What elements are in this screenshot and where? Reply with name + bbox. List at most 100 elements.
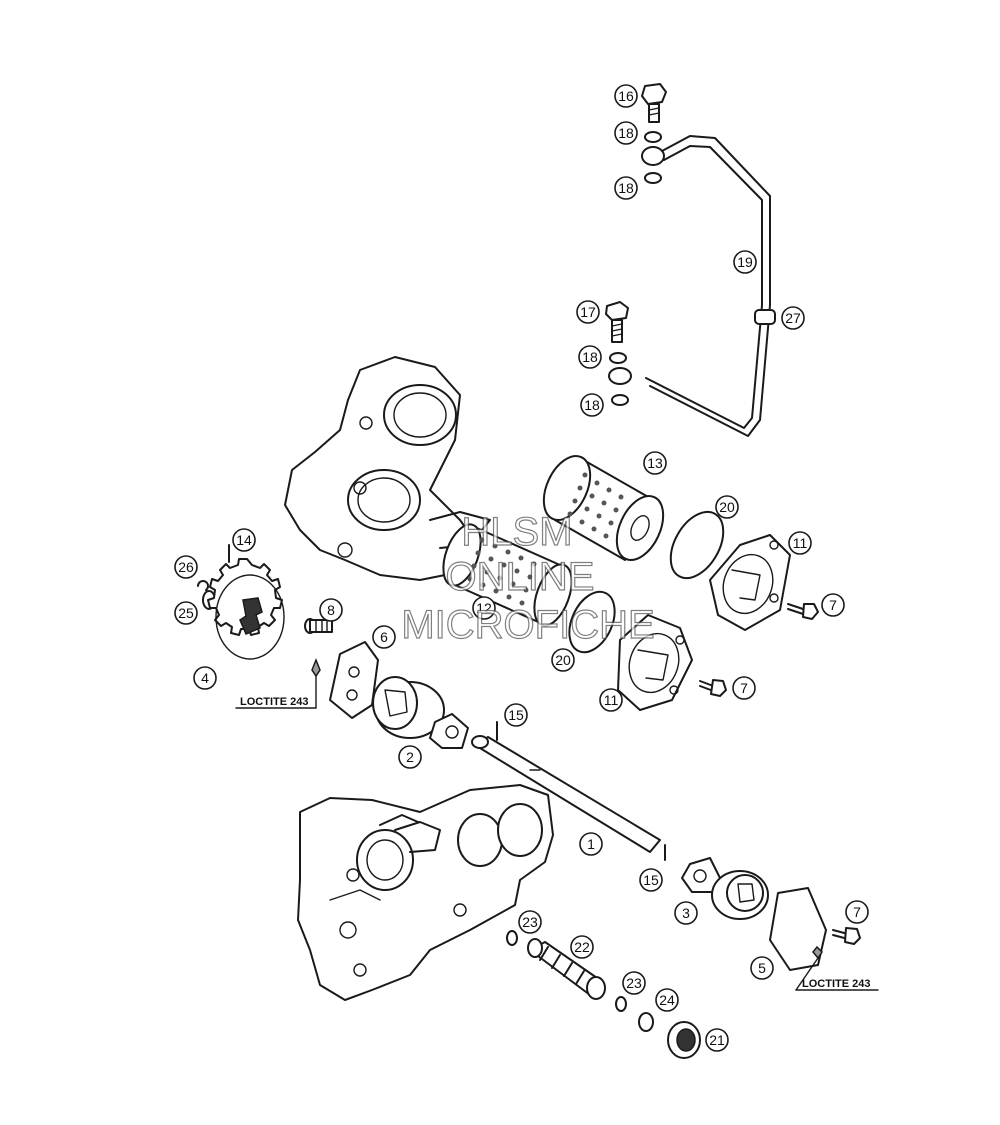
sealing-washer-18a <box>644 131 662 143</box>
circlip-26 <box>197 580 209 591</box>
svg-text:18: 18 <box>582 349 598 365</box>
banjo-bolt-16 <box>641 83 667 123</box>
callout-13: 13 <box>643 451 667 475</box>
callout-22: 22 <box>570 935 594 959</box>
callout-26: 26 <box>174 555 198 579</box>
callout-23a: 23 <box>518 910 542 934</box>
pump-rotor-inner-2 <box>429 713 469 749</box>
loctite-note-right: LOCTITE 243 <box>802 978 870 990</box>
o-ring-23a <box>506 930 518 946</box>
callout-18b: 18 <box>614 176 638 200</box>
svg-text:22: 22 <box>574 939 590 955</box>
screw-7a <box>787 603 819 620</box>
watermark-line3: MICROFICHE <box>401 603 654 647</box>
filter-cover-11b <box>617 614 693 711</box>
callout-18c: 18 <box>578 345 602 369</box>
svg-text:4: 4 <box>201 670 209 686</box>
sealing-washer-18c <box>609 352 627 364</box>
svg-text:18: 18 <box>618 125 634 141</box>
callout-20a: 20 <box>715 495 739 519</box>
svg-text:27: 27 <box>785 310 801 326</box>
svg-text:25: 25 <box>178 605 194 621</box>
watermark-line1: HLSM <box>461 510 572 554</box>
svg-text:26: 26 <box>178 559 194 575</box>
watermark-line2: ONLINE <box>446 555 595 599</box>
callout-20b: 20 <box>551 648 575 672</box>
svg-text:21: 21 <box>709 1032 725 1048</box>
callout-7b: 7 <box>732 676 756 700</box>
loctite-leader-right <box>795 957 819 991</box>
callout-16: 16 <box>614 84 638 108</box>
oil-pump-gear-4 <box>207 558 285 660</box>
pump-cover-6 <box>329 641 379 719</box>
svg-text:19: 19 <box>737 254 753 270</box>
sealing-washer-18d <box>611 394 629 406</box>
callout-24: 24 <box>655 988 679 1012</box>
oil-strainer-22 <box>527 938 606 1000</box>
callout-15b: 15 <box>639 868 663 892</box>
svg-text:20: 20 <box>555 652 571 668</box>
svg-text:20: 20 <box>719 499 735 515</box>
svg-text:6: 6 <box>380 629 388 645</box>
svg-text:23: 23 <box>626 975 642 991</box>
svg-text:15: 15 <box>508 707 524 723</box>
pump-rotor-outer <box>372 676 445 739</box>
callout-25: 25 <box>174 601 198 625</box>
svg-text:14: 14 <box>236 532 252 548</box>
svg-text:7: 7 <box>829 597 837 613</box>
callout-27: 27 <box>781 306 805 330</box>
callout-7c: 7 <box>845 900 869 924</box>
callout-3: 3 <box>674 901 698 925</box>
svg-text:13: 13 <box>647 455 663 471</box>
pump-cover-5 <box>769 887 827 971</box>
loctite-drop-left <box>311 657 321 678</box>
callout-11b: 11 <box>599 688 623 712</box>
oil-filter-12 <box>442 523 573 627</box>
o-ring-20b <box>568 590 616 654</box>
callout-8: 8 <box>319 598 343 622</box>
screw-7b <box>699 679 727 697</box>
callout-15a: 15 <box>504 703 528 727</box>
banjo-bolt-17 <box>605 301 629 343</box>
screw-7c <box>832 927 861 945</box>
svg-text:7: 7 <box>853 904 861 920</box>
svg-text:2: 2 <box>406 749 414 765</box>
svg-text:17: 17 <box>580 304 596 320</box>
svg-text:11: 11 <box>604 692 619 708</box>
pump-rotor-outer-b <box>711 870 769 920</box>
svg-text:18: 18 <box>618 180 634 196</box>
callout-23b: 23 <box>622 971 646 995</box>
oil-filter-13 <box>542 455 665 561</box>
callout-11a: 11 <box>788 531 812 555</box>
lower-banjo-fitting <box>608 367 632 385</box>
oil-line-assembly <box>605 83 776 437</box>
svg-text:3: 3 <box>682 905 690 921</box>
svg-text:12: 12 <box>476 600 492 616</box>
pump-shaft-1 <box>471 735 666 861</box>
svg-text:8: 8 <box>327 602 335 618</box>
oil-pipe-19 <box>641 135 771 437</box>
upper-engine-case <box>284 356 491 581</box>
o-ring-23b <box>615 996 627 1012</box>
svg-text:11: 11 <box>793 535 808 551</box>
svg-text:23: 23 <box>522 914 538 930</box>
o-ring-24 <box>638 1012 654 1032</box>
callout-14: 14 <box>232 528 256 552</box>
svg-text:24: 24 <box>659 992 675 1008</box>
lower-engine-case <box>297 784 554 1001</box>
callout-17: 17 <box>576 300 600 324</box>
watermark: HLSM ONLINE MICROFICHE <box>401 509 656 647</box>
callout-19: 19 <box>733 250 757 274</box>
callout-5: 5 <box>750 956 774 980</box>
svg-text:1: 1 <box>587 836 595 852</box>
svg-text:7: 7 <box>740 680 748 696</box>
svg-text:16: 16 <box>618 88 634 104</box>
pipe-clamp-27 <box>754 309 776 325</box>
callout-6: 6 <box>372 625 396 649</box>
loctite-note-left: LOCTITE 243 <box>240 696 308 708</box>
callout-18a: 18 <box>614 121 638 145</box>
screw-8 <box>304 618 333 634</box>
sealing-washer-18b <box>644 172 662 184</box>
svg-text:5: 5 <box>758 960 766 976</box>
